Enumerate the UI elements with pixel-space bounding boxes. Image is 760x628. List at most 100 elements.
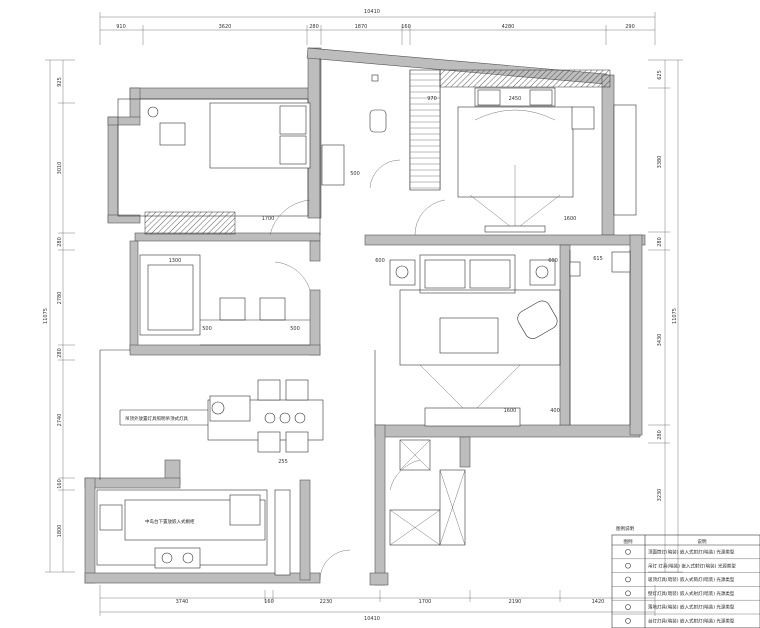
- dim-left-8: 1800: [57, 525, 63, 538]
- dim-bedroom-bed: 1700: [262, 216, 275, 222]
- bathroom-vanity: [321, 144, 345, 186]
- living-tv-cabinet: [424, 407, 521, 427]
- walk-in-wardrobe: 970: [409, 69, 611, 191]
- study-room: 1300 500 500: [139, 254, 311, 346]
- master-pillow-2: [529, 89, 553, 106]
- living-sofa-cushion-2: [469, 259, 511, 289]
- dim-bottom-total: 10410: [364, 616, 380, 622]
- legend-symbol-icon: [625, 590, 631, 597]
- master-wardrobe-hatch: [439, 69, 611, 88]
- master-chair: [571, 106, 595, 130]
- wall-mid-band-right: [364, 234, 646, 246]
- bathroom-fixture: [371, 74, 379, 82]
- dim-right-1: 625: [657, 70, 663, 80]
- wall-entry-south: [369, 572, 389, 586]
- dining-chair-1: [257, 379, 281, 401]
- dim-left-6: 2740: [57, 414, 63, 427]
- kitchen-fridge: [229, 494, 261, 526]
- bedroom2-door-swing: [269, 199, 311, 236]
- dim-left-3: 280: [57, 237, 63, 247]
- legend-row-text: 落地灯具(暗装) 嵌入式射灯(暗装) 光源类型: [648, 604, 735, 611]
- dim-right-5: 280: [657, 430, 663, 440]
- dim-right-3: 280: [657, 237, 663, 247]
- bedroom-2: 1700: [144, 102, 311, 236]
- dim-left-total: 11075: [43, 308, 49, 324]
- balcony-sink: [611, 251, 631, 273]
- dim-top-3: 280: [309, 24, 319, 30]
- wall-master-east: [601, 74, 615, 236]
- legend-symbol-icon: [625, 604, 631, 610]
- wall-study-south: [129, 344, 321, 356]
- bedroom2-chair: [159, 122, 186, 146]
- dim-top-4: 1870: [355, 24, 368, 30]
- dimension-right: 625 3380 280 3430 280 3230 11075: [648, 59, 683, 573]
- dim-master-wardrobe: 970: [427, 96, 437, 102]
- master-bay-window: [613, 104, 637, 216]
- wall-entry-west: [374, 424, 386, 586]
- balcony-fixture: [569, 261, 581, 277]
- dim-study-500b: 500: [290, 326, 300, 332]
- study-sofa-seat: [147, 264, 194, 331]
- dining-area: 吊顶外放置灯具照明吊顶式灯具: [119, 379, 324, 453]
- dim-master-tv: 1600: [564, 216, 577, 222]
- master-bed-blanket: [474, 109, 556, 121]
- dining-lamp-icon: [211, 401, 225, 415]
- dim-living-400: 400: [550, 408, 560, 414]
- wardrobe-shelves: [409, 69, 441, 191]
- dim-master-bed: 2450: [509, 96, 522, 102]
- master-pillow-1: [477, 89, 501, 106]
- dimension-left: 11075 925 3010 280 2780 280 2740 160 180…: [43, 59, 75, 573]
- bathroom-door-swing: [369, 159, 401, 189]
- legend-row-text: 顶面筒灯(暗装) 嵌入式射灯(暗装) 光源类型: [648, 549, 735, 556]
- dining-pendant-1-icon: [264, 412, 276, 424]
- master-door-swing: [414, 199, 446, 236]
- bedroom2-wardrobe: [144, 211, 236, 235]
- dim-living-600a: 600: [375, 258, 385, 264]
- legend-symbol-icon: [625, 618, 631, 624]
- wall-kitchen-north: [84, 477, 181, 489]
- dim-bathroom: 500: [350, 171, 360, 177]
- dim-top-1: 910: [116, 24, 126, 30]
- wall-study-west: [129, 240, 139, 352]
- dim-top-total: 10410: [364, 9, 380, 15]
- wall-balcony-east: [629, 234, 643, 436]
- dim-top-6: 4280: [502, 24, 515, 30]
- living-lamp-2-icon: [535, 265, 549, 279]
- living-sofa-cushion-1: [424, 259, 466, 289]
- balcony: 615: [569, 251, 631, 277]
- legend-title: 图例说明: [616, 525, 634, 532]
- entry-door-swing: [319, 549, 351, 581]
- legend-col-desc: 说明: [698, 538, 707, 545]
- dim-living-600b: 600: [548, 258, 558, 264]
- kitchen-sink: [99, 504, 123, 531]
- living-lamp-1-icon: [395, 265, 409, 279]
- dim-kitchen-255: 255: [278, 459, 288, 465]
- wall-living-south: [374, 424, 641, 438]
- dim-study-desk: 1300: [169, 258, 182, 264]
- walls: [84, 47, 646, 586]
- legend-symbol-icon: [625, 562, 631, 569]
- study-chair-1: [219, 297, 246, 321]
- dim-left-4: 2780: [57, 292, 63, 305]
- wall-kitchen-east: [299, 479, 311, 581]
- living-room: 600 600 1600 400: [375, 254, 561, 427]
- burner-1-icon: [161, 552, 173, 564]
- dim-left-7: 160: [57, 479, 63, 489]
- entry-inner-door-swing: [389, 459, 421, 491]
- wall-bedroom2-north: [129, 87, 321, 100]
- wall-bedroom2-sw: [107, 214, 141, 224]
- dim-bottom-4: 1700: [419, 599, 432, 605]
- dining-pendant-2-icon: [279, 412, 291, 424]
- entry-hall: [389, 439, 466, 546]
- kitchen-note: 中岛台下置放嵌入式橱柜: [145, 518, 195, 525]
- wall-bedroom2-nw: [129, 87, 141, 119]
- master-tv-cabinet: [484, 225, 546, 233]
- dining-note: 吊顶外放置灯具照明吊顶式灯具: [125, 415, 188, 422]
- toilet-icon: [369, 109, 387, 133]
- dimension-top: 10410 910 3620 280 1870 160 4280 290: [99, 9, 656, 45]
- legend-symbol-icon: [625, 576, 631, 583]
- dim-bottom-6: 1420: [592, 599, 605, 605]
- dim-bottom-1: 3740: [176, 599, 189, 605]
